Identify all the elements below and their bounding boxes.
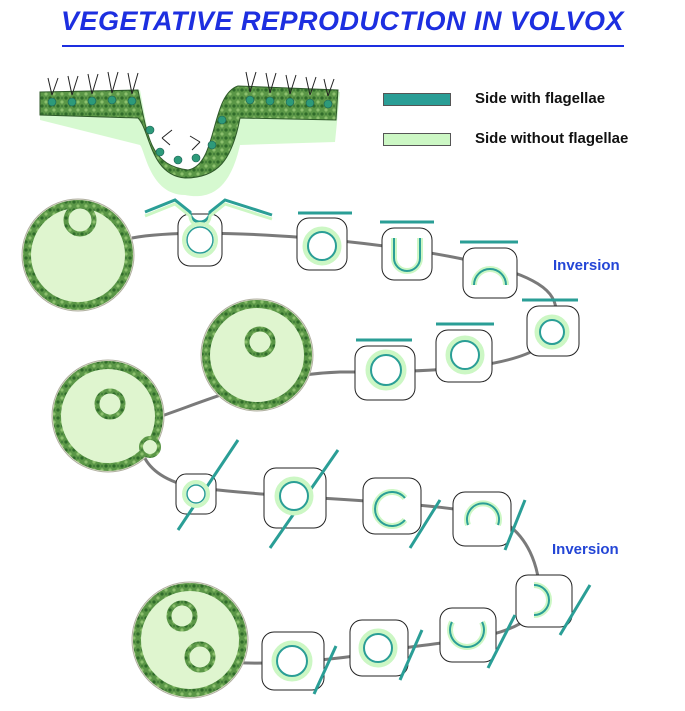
stage-upper-3 <box>380 220 434 281</box>
stage-upper-4 <box>460 240 518 299</box>
title-underline <box>62 45 624 47</box>
stage-lower-6 <box>439 607 517 669</box>
stage-lower-3 <box>362 477 442 549</box>
stage-upper-1 <box>144 198 273 267</box>
cell-layer-invagination <box>39 71 340 197</box>
diagram-title: VEGETATIVE REPRODUCTION IN VOLVOX <box>60 6 625 36</box>
stage-middle-2 <box>354 338 416 401</box>
stage-lower-5 <box>515 574 592 636</box>
colony-1 <box>21 198 135 312</box>
stage-lower-4 <box>452 491 527 551</box>
stage-lower-8 <box>261 631 338 695</box>
colony-4 <box>131 581 249 699</box>
stage-lower-1 <box>175 439 240 531</box>
stage-lower-2 <box>263 449 340 549</box>
stage-lower-7 <box>349 619 424 681</box>
inversion-label-lower: Inversion <box>552 541 619 558</box>
legend-swatch-flagellae <box>383 93 451 106</box>
stage-upper-5 <box>522 298 580 357</box>
colony-3 <box>51 359 165 473</box>
legend-swatch-no-flagellae <box>383 133 451 146</box>
inversion-label-upper: Inversion <box>553 257 620 274</box>
stage-upper-2 <box>296 211 352 271</box>
stage-middle-1 <box>435 322 494 383</box>
colony-2 <box>200 298 314 412</box>
legend-label-no-flagellae: Side without flagellae <box>475 130 629 147</box>
legend-label-flagellae: Side with flagellae <box>475 90 606 107</box>
